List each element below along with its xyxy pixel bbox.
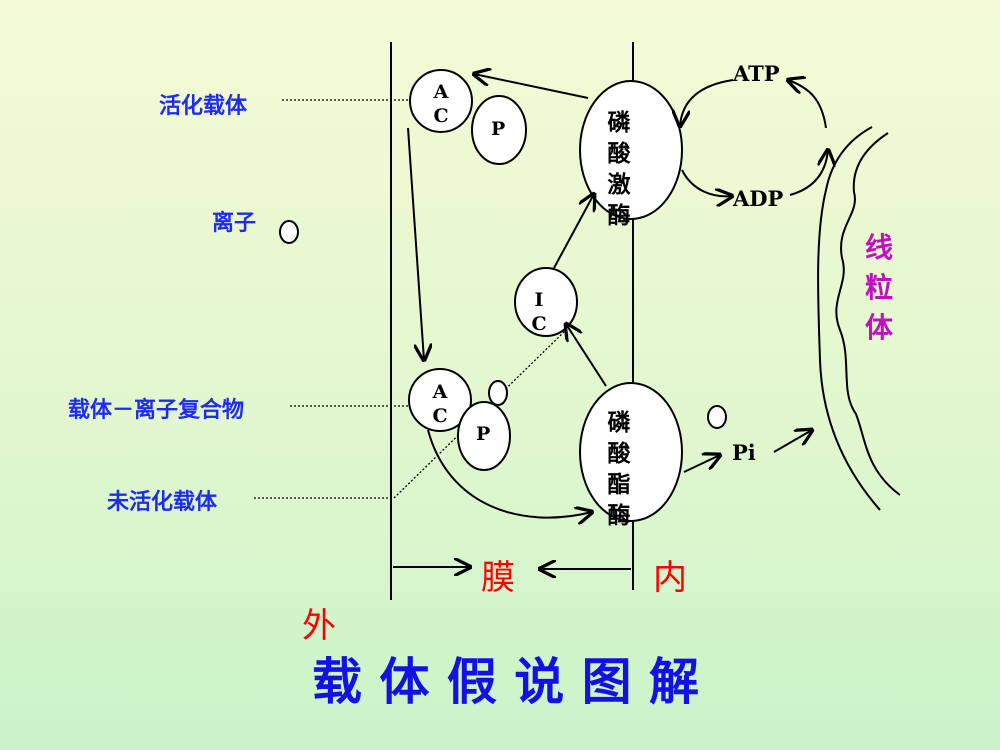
page-title: 载 体 假 说 图 解 [312,653,700,711]
pi-label: Pi [732,440,756,465]
arrow-top-to-bottom [407,127,424,360]
outside-label: 外 [302,606,336,646]
label-carrier-ion-complex: 载体－离子复合物 [68,398,245,423]
label-activated-carrier: 活化载体 [159,94,248,119]
phosphatase-ellipse [579,382,683,522]
free-ion-circle [279,220,299,244]
kinase-ellipse [579,80,683,220]
pi-circle [707,405,727,429]
atp-label: ATP [733,61,780,86]
ac-bottom-label: A C [432,381,448,427]
arrow-phosphatase-to-pi [683,455,720,473]
p-top-circle [471,95,527,165]
arrow-kinase-to-adp [681,169,732,196]
ac-bottom-circle [408,368,472,432]
arrow-kinase-to-ac [474,74,589,99]
arrow-atp-to-kinase [680,79,734,126]
arrow-mito-to-atp [788,80,827,129]
phosphatase-label: 磷酸酯酶 [607,410,631,529]
bound-ion-circle [488,380,508,406]
arrow-pi-to-mitochondrion [773,430,812,453]
label-inactive-carrier: 未活化载体 [107,490,218,515]
membrane-label: 膜 [481,558,515,598]
arrow-ic-to-kinase [553,194,594,269]
inside-label: 内 [653,558,687,598]
mitochondrion-label: 线粒体 [864,231,893,344]
ic-label: I C [531,289,547,335]
p-top-label: P [491,118,506,140]
ac-top-circle [409,69,473,133]
p-bottom-label: P [476,423,491,445]
kinase-label: 磷酸激酶 [607,110,631,229]
adp-label: ADP [733,186,784,211]
p-bottom-circle [457,401,511,471]
mitochondrion-outer-curve [817,126,881,511]
arrow-phosphatase-to-ic [566,324,607,387]
label-ion: 离子 [212,211,257,236]
arrow-adp-to-mito [789,150,828,196]
mitochondrion-inner-curve [835,132,901,496]
ac-top-label: A C [433,81,449,127]
ic-circle [514,267,578,337]
arrow-complex-to-phosphatase [427,429,592,518]
